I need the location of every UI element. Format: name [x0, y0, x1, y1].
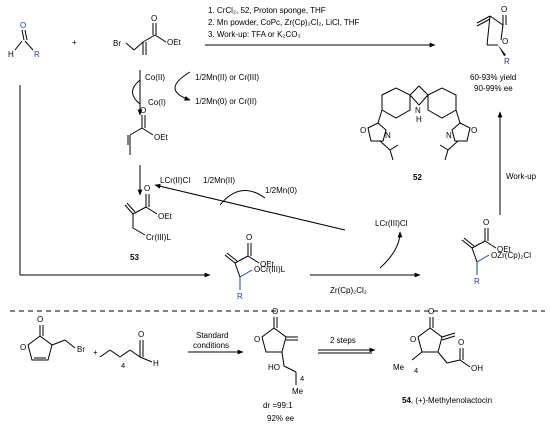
- alkoxide-zr-structure: [461, 228, 497, 263]
- product-lactone-structure: [476, 15, 507, 56]
- workup-label: Work-up: [506, 172, 537, 181]
- final-subscript: 4: [414, 366, 418, 375]
- alkoxide-zr-oet: OEt: [497, 245, 512, 254]
- final-o-carbonyl: O: [428, 307, 434, 316]
- product-r-group: R: [504, 57, 510, 66]
- alkoxide-zr-r: R: [474, 277, 480, 286]
- plus-sign: +: [72, 38, 77, 47]
- allyl-chromium-structure: [124, 194, 158, 236]
- bromoester-o: O: [151, 14, 157, 23]
- alkoxide-cr-ocr: OCr(III)L: [254, 265, 286, 274]
- final-o-acid: O: [458, 338, 464, 347]
- bromoester-br: Br: [113, 39, 121, 48]
- radical-oet: OEt: [154, 133, 169, 142]
- alkoxide-cr-oet: OEt: [260, 260, 275, 269]
- intermediate-dr: dr =99:1: [263, 401, 293, 410]
- lcr-ii-label: LCr(II)Cl: [160, 176, 190, 185]
- lactone-intermediate-structure: [261, 317, 298, 385]
- aldehyde-r-group: R: [34, 50, 40, 59]
- condition-step-2: 2. Mn powder, CoPc, Zr(Cp)₂Cl₂, LiCl, TH…: [208, 18, 360, 27]
- condition-step-3: 3. Work-up: TFA or K₂CO₃: [208, 30, 301, 39]
- bromo-ester-structure: [125, 23, 167, 55]
- intermediate-me: Me: [292, 387, 304, 396]
- alkoxide-cr-structure: [224, 243, 260, 278]
- heptanal-subscript: 4: [121, 361, 125, 370]
- ligand-n-left: N: [385, 131, 391, 140]
- product-o-carbonyl: O: [501, 5, 507, 14]
- alkoxide-zr-ozr: OZr(Cp)₂Cl: [491, 251, 531, 260]
- two-steps-label: 2 steps: [330, 336, 356, 345]
- alkoxide-cr-r: R: [237, 292, 243, 301]
- allyl-cr-o: O: [144, 184, 150, 193]
- compound-54-name: , (+)-Methylenolactocin: [411, 396, 492, 405]
- intermediate-o-carbonyl: O: [272, 307, 278, 316]
- radical-o: O: [140, 106, 146, 115]
- intermediate-o-ring: O: [254, 335, 260, 344]
- butenolide-o-ring: O: [20, 343, 26, 352]
- allyl-cr-oet: OEt: [158, 212, 173, 221]
- bromo-butenolide-structure: [27, 325, 76, 361]
- standard-label-1: Standard: [196, 331, 228, 340]
- product-yield: 60-93% yield: [470, 73, 516, 82]
- product-o-ring: O: [502, 37, 508, 46]
- heptanal-structure: [99, 340, 153, 363]
- butenolide-o-carbonyl: O: [37, 315, 43, 324]
- ligand-nh-n: N: [415, 106, 421, 115]
- methylenolactocin-structure: [411, 317, 471, 368]
- ligand-o-right: O: [471, 126, 477, 135]
- cobalt-ii-label: Co(II): [145, 73, 165, 82]
- heptanal-h: H: [153, 359, 159, 368]
- compound-53-label: 53: [130, 253, 139, 262]
- final-oh: OH: [471, 364, 483, 373]
- standard-label-2: conditions: [193, 341, 229, 350]
- ligand-nh-h: H: [416, 115, 422, 124]
- manganese-curve-arrow: [219, 190, 266, 206]
- radical-ester-structure: [127, 115, 154, 155]
- cobalt-curve-arrows: [174, 71, 191, 101]
- cobalt-i-label: Co(I): [148, 98, 166, 107]
- condition-step-1: 1. CrCl₂, 52, Proton sponge, THF: [208, 6, 326, 15]
- regen-arrow: [154, 183, 346, 231]
- intermediate-ee: 92% ee: [267, 414, 295, 423]
- alkoxide-zr-o: O: [483, 218, 489, 227]
- final-me: Me: [393, 363, 405, 372]
- bromoester-oet: OEt: [167, 38, 182, 47]
- aldehyde-o-atom: O: [20, 21, 26, 30]
- compound-54-label: 54: [402, 396, 411, 405]
- lcr-iii-label: LCr(III)Cl: [375, 219, 408, 228]
- zr-reagent-label: Zr(Cp)₂Cl₂: [330, 286, 367, 295]
- mn-ii-label: 1/2Mn(II): [203, 176, 235, 185]
- aldehyde-structure: [14, 29, 34, 51]
- aldehyde-h-atom: H: [8, 50, 14, 59]
- ligand-n-right: N: [446, 131, 452, 140]
- alkoxide-cr-o: O: [246, 233, 252, 242]
- ligand-o-left: O: [360, 126, 366, 135]
- allyl-cr-metal: Cr(III)L: [146, 233, 171, 242]
- ligand-52-label: 52: [413, 173, 422, 182]
- cobalt-reductant-label: 1/2Mn(0) or Cr(II): [195, 97, 257, 106]
- butenolide-br: Br: [77, 345, 85, 354]
- intermediate-ho: HO: [268, 363, 280, 372]
- ligand-52-structure: [367, 85, 471, 161]
- bottom-plus-sign: +: [93, 348, 98, 357]
- final-o-ring: O: [410, 335, 416, 344]
- mn-0-label: 1/2Mn(0): [265, 186, 297, 195]
- cobalt-oxidant-label: 1/2Mn(II) or Cr(III): [195, 73, 259, 82]
- product-ee: 90-99% ee: [474, 84, 513, 93]
- intermediate-subscript: 4: [300, 374, 304, 383]
- heptanal-o: O: [138, 330, 144, 339]
- compound-54-caption: 54, (+)-Methylenolactocin: [402, 396, 492, 405]
